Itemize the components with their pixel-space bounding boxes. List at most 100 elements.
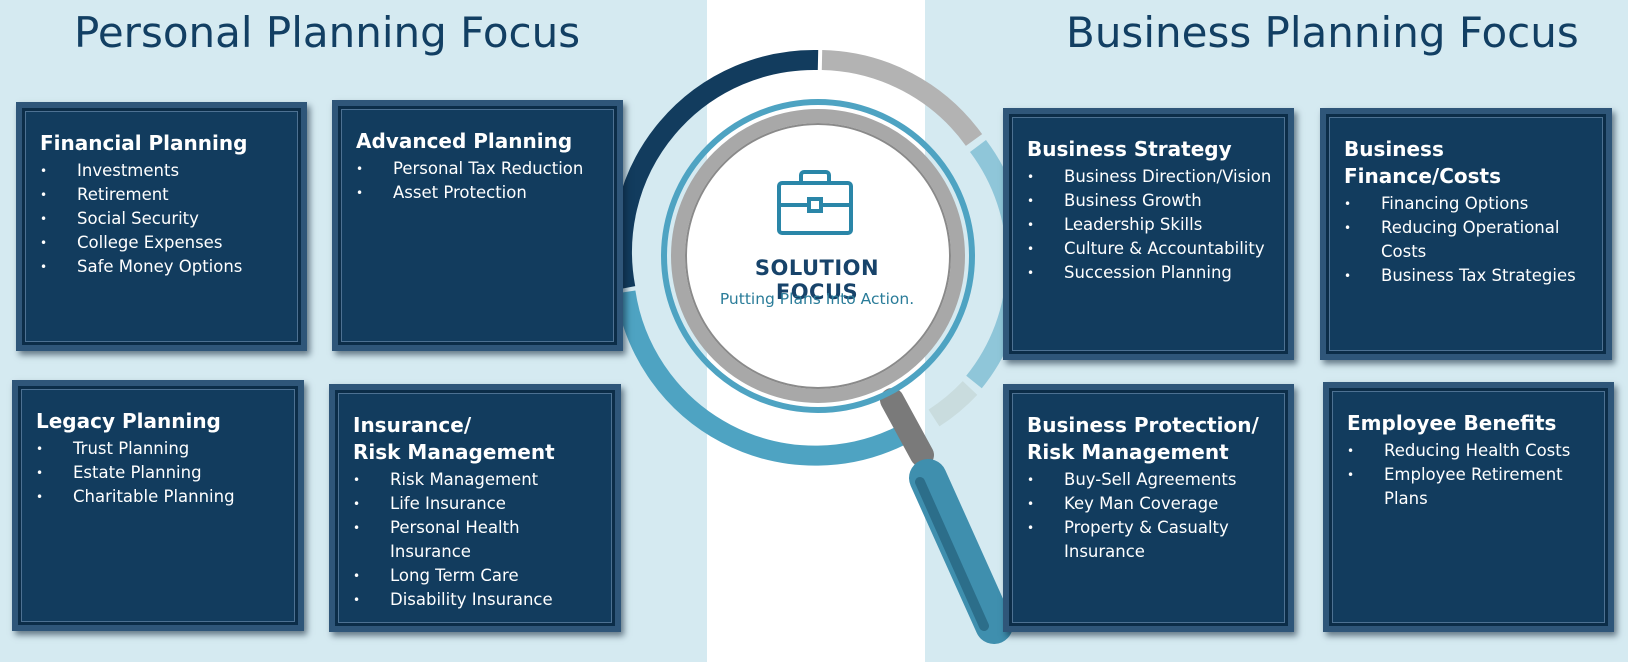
bullet-icon: • — [353, 569, 361, 583]
legacy-planning-box: Legacy Planning •Trust Planning•Estate P… — [12, 380, 304, 631]
solution-focus-subtitle: Putting Plans Into Action. — [719, 290, 915, 308]
list-item: •Property & Casualty Insurance — [1027, 516, 1274, 564]
employee-benefits-box: Employee Benefits • Reducing Health Costs… — [1323, 382, 1614, 632]
list-item-text: Safe Money Options — [77, 257, 243, 276]
list-item-text: Culture & Accountability — [1064, 239, 1265, 258]
list-item: •College Expenses — [40, 231, 287, 255]
list-item-text: Retirement — [77, 185, 169, 204]
list-item-text: Investments — [77, 161, 180, 180]
list-item-text: Charitable Planning — [73, 487, 235, 506]
ring-segment-gray — [821, 50, 983, 146]
list-item-text: Business Direction/Vision — [1064, 167, 1272, 186]
list-item: •Leadership Skills — [1027, 213, 1274, 237]
list-item-text: Leadership Skills — [1064, 215, 1203, 234]
box-title: Advanced Planning — [356, 129, 573, 153]
box-list: •Risk Management•Life Insurance•Personal… — [353, 468, 601, 612]
list-item-text: Trust Planning — [73, 439, 190, 458]
bullet-icon: • — [36, 442, 44, 456]
box-list: •Trust Planning•Estate Planning•Charitab… — [36, 437, 284, 509]
list-item-text: Risk Management — [390, 470, 539, 489]
list-item: • Asset Protection — [356, 181, 603, 205]
list-item: • Safe Money Options — [40, 255, 287, 279]
bullet-icon: • — [1344, 269, 1352, 283]
list-item: • Employee Retirement Plans — [1347, 463, 1594, 511]
list-item-text: Financing Options — [1381, 194, 1529, 213]
list-item: • Disability Insurance — [353, 588, 601, 612]
bullet-icon: • — [36, 466, 44, 480]
list-item-text: Reducing Health Costs — [1384, 441, 1571, 460]
list-item: • Succession Planning — [1027, 261, 1274, 285]
list-item: • Key Man Coverage — [1027, 492, 1274, 516]
bullet-icon: • — [1347, 468, 1355, 482]
list-item: •Business Growth — [1027, 189, 1274, 213]
business-planning-heading: Business Planning Focus — [1066, 8, 1579, 57]
box-list: •Business Direction/Vision•Business Grow… — [1027, 165, 1274, 285]
box-title: Business Strategy — [1027, 137, 1232, 161]
list-item: • Trust Planning — [36, 437, 284, 461]
advanced-planning-box: Advanced Planning •Personal Tax Reductio… — [332, 100, 623, 351]
box-title: Business Protection/ Risk Management — [1027, 413, 1259, 464]
list-item: • Business Tax Strategies — [1344, 264, 1592, 288]
magnifier-handle — [880, 388, 1013, 644]
box-title: Employee Benefits — [1347, 411, 1557, 435]
list-item-text: Buy-Sell Agreements — [1064, 470, 1237, 489]
list-item-text: Social Security — [77, 209, 199, 228]
list-item: •Personal Tax Reduction — [356, 157, 603, 181]
bullet-icon: • — [1027, 497, 1035, 511]
bullet-icon: • — [1344, 221, 1352, 235]
magnifier-lens — [661, 99, 975, 413]
list-item: • Risk Management — [353, 468, 601, 492]
list-item: •Investments — [40, 159, 287, 183]
list-item: •Business Direction/Vision — [1027, 165, 1274, 189]
list-item: • Retirement — [40, 183, 287, 207]
box-title: Insurance/ Risk Management — [353, 413, 555, 464]
list-item: • Financing Options — [1344, 192, 1592, 216]
list-item-text: College Expenses — [77, 233, 223, 252]
box-list: • Financing Options • Reducing Operational … — [1344, 192, 1592, 288]
personal-planning-heading: Personal Planning Focus — [74, 8, 581, 57]
box-list: • Reducing Health Costs • Employee Retireme… — [1347, 439, 1594, 511]
box-title: Business Finance/Costs — [1344, 137, 1502, 188]
list-item-text: Business Tax Strategies — [1381, 266, 1576, 285]
bullet-icon: • — [353, 497, 361, 511]
list-item-text: Succession Planning — [1064, 263, 1232, 282]
insurance-risk-management-box: Insurance/ Risk Management • Risk Managem… — [329, 384, 621, 632]
list-item-text: Long Term Care — [390, 566, 519, 585]
list-item-text: Reducing Operational Costs — [1381, 218, 1560, 261]
business-finance-costs-box: Business Finance/Costs • Financing Option… — [1320, 108, 1612, 360]
box-list: •Investments•Retirement•Social Security•… — [40, 159, 287, 279]
list-item-text: Life Insurance — [390, 494, 506, 513]
bullet-icon: • — [1027, 266, 1035, 280]
list-item-text: Personal Health Insurance — [390, 518, 520, 561]
bullet-icon: • — [40, 212, 48, 226]
bullet-icon: • — [1027, 242, 1035, 256]
bullet-icon: • — [356, 162, 364, 176]
list-item: • Reducing Health Costs — [1347, 439, 1594, 463]
business-strategy-box: Business Strategy •Business Direction/Vi… — [1003, 108, 1294, 360]
bullet-icon: • — [353, 593, 361, 607]
financial-planning-box: Financial Planning •Investments•Retireme… — [16, 102, 307, 351]
bullet-icon: • — [1347, 444, 1355, 458]
box-title: Legacy Planning — [36, 409, 221, 433]
list-item-text: Asset Protection — [393, 183, 527, 202]
bullet-icon: • — [1027, 473, 1035, 487]
list-item-text: Employee Retirement Plans — [1384, 465, 1563, 508]
box-title: Financial Planning — [40, 131, 248, 155]
list-item-text: Property & Casualty Insurance — [1064, 518, 1229, 561]
solution-focus-title: SOLUTION FOCUS — [754, 256, 880, 304]
list-item: •Personal Health Insurance — [353, 516, 601, 564]
ring-segment-teal — [615, 290, 905, 466]
bullet-icon: • — [353, 473, 361, 487]
box-list: •Personal Tax Reduction•Asset Protection — [356, 157, 603, 205]
bullet-icon: • — [36, 490, 44, 504]
list-item-text: Key Man Coverage — [1064, 494, 1219, 513]
briefcase-icon — [777, 170, 853, 235]
bullet-icon: • — [40, 260, 48, 274]
list-item: • Reducing Operational Costs — [1344, 216, 1592, 264]
list-item: • Social Security — [40, 207, 287, 231]
bullet-icon: • — [356, 186, 364, 200]
list-item-text: Disability Insurance — [390, 590, 553, 609]
bullet-icon: • — [1344, 197, 1352, 211]
bullet-icon: • — [40, 188, 48, 202]
